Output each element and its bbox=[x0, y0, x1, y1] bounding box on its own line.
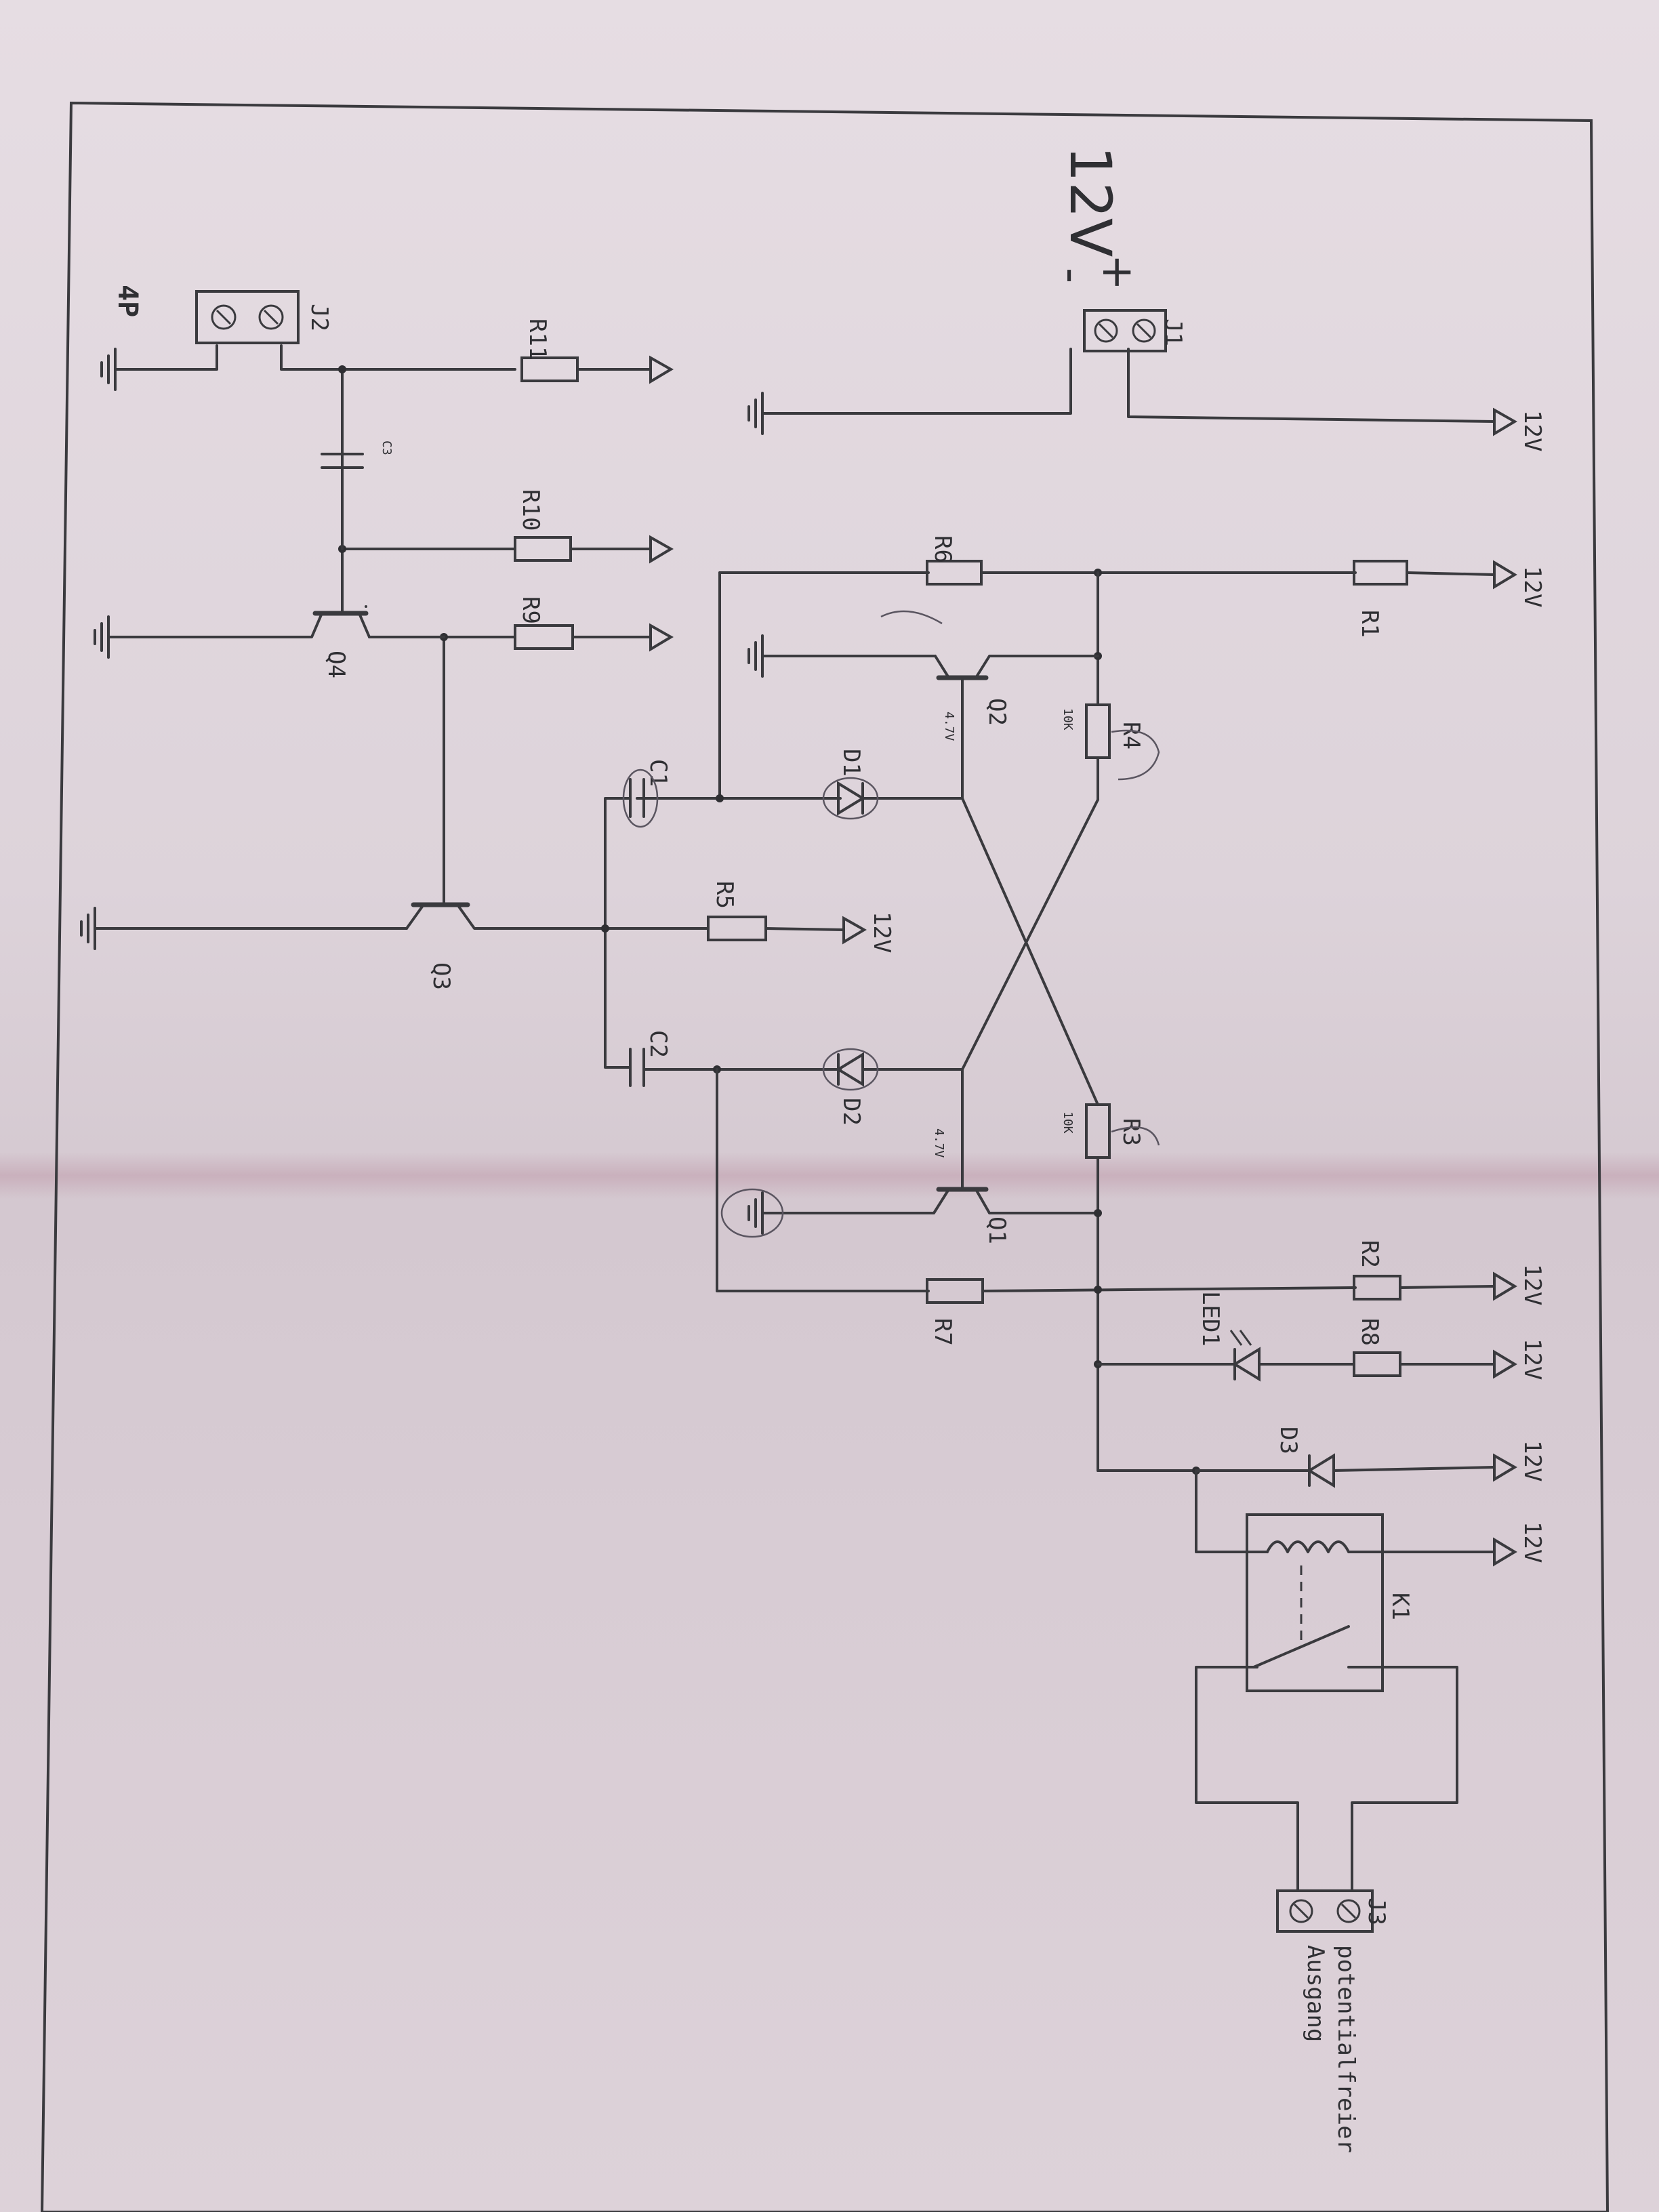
ground-icon bbox=[94, 615, 110, 659]
supply-label-7: 12V bbox=[1519, 1521, 1546, 1563]
paper-fold-crease bbox=[0, 1152, 1659, 1200]
supply-arrow-icon bbox=[649, 355, 674, 384]
supply-label-1: 12V bbox=[1519, 410, 1546, 451]
annotation-q1-voltage: 4.7V bbox=[932, 1128, 946, 1158]
resistor-r1 bbox=[1353, 560, 1408, 586]
label-q4: Q4 bbox=[323, 651, 350, 678]
label-q1: Q1 bbox=[983, 1216, 1010, 1244]
diode-d2 bbox=[836, 1052, 864, 1087]
pencil-circle bbox=[720, 1188, 784, 1238]
resistor-r7 bbox=[926, 1278, 984, 1304]
resistor-r3 bbox=[1085, 1103, 1111, 1159]
label-r9: R9 bbox=[517, 596, 544, 624]
label-d1: D1 bbox=[838, 749, 865, 777]
supply-arrow-icon bbox=[1493, 1537, 1517, 1567]
pencil-mark bbox=[880, 610, 943, 625]
label-r7: R7 bbox=[929, 1318, 956, 1346]
supply-label-2: 12V bbox=[1519, 566, 1546, 607]
label-j2: J2 bbox=[306, 304, 333, 331]
output-caption-line1: potentialfreier bbox=[1332, 1945, 1359, 2153]
diode-d3 bbox=[1307, 1453, 1335, 1488]
label-q3: Q3 bbox=[428, 962, 455, 990]
capacitor-c2 bbox=[629, 1048, 645, 1087]
label-d3: D3 bbox=[1275, 1427, 1302, 1454]
resistor-r6 bbox=[926, 560, 983, 586]
ground-icon bbox=[80, 907, 96, 950]
label-power: 12V bbox=[1057, 146, 1124, 257]
label-j3: J3 bbox=[1363, 1898, 1390, 1925]
annotation-q2-voltage: 4.7V bbox=[942, 712, 956, 741]
pencil-mark bbox=[1111, 729, 1160, 781]
supply-arrow-icon bbox=[1493, 1271, 1517, 1301]
label-r8: R8 bbox=[1356, 1318, 1383, 1346]
resistor-r11 bbox=[520, 356, 579, 382]
supply-label-5v: 12V bbox=[868, 912, 895, 953]
label-r11: R11 bbox=[524, 319, 551, 360]
resistor-r9 bbox=[514, 624, 574, 650]
label-j1: J1 bbox=[1160, 319, 1187, 346]
resistor-r10 bbox=[514, 536, 572, 562]
supply-label-3: 12V bbox=[1519, 1264, 1546, 1305]
label-q2: Q2 bbox=[983, 698, 1010, 726]
output-caption-line2: Ausgang bbox=[1302, 1945, 1329, 2042]
label-led1: LED1 bbox=[1197, 1291, 1224, 1347]
label-c2: C2 bbox=[644, 1030, 672, 1058]
resistor-r4 bbox=[1085, 703, 1111, 759]
supply-arrow-icon bbox=[1493, 1349, 1517, 1379]
annotation-r4-value: 10K bbox=[1061, 708, 1075, 731]
relay-k1 bbox=[1246, 1513, 1384, 1692]
pencil-circle bbox=[622, 769, 659, 828]
label-r10: R10 bbox=[517, 489, 544, 531]
ground-icon bbox=[747, 392, 764, 435]
label-r3: R3 bbox=[1118, 1118, 1145, 1146]
annotation-r3-value: 10K bbox=[1061, 1111, 1075, 1134]
label-c3: C3 bbox=[380, 441, 394, 455]
label-r4: R4 bbox=[1118, 722, 1145, 750]
led-icon bbox=[1229, 1330, 1261, 1382]
pencil-circle bbox=[822, 777, 879, 820]
supply-arrow-icon bbox=[1493, 560, 1517, 590]
label-r1: R1 bbox=[1356, 610, 1383, 638]
supply-arrow-icon bbox=[1493, 407, 1517, 436]
resistor-r2 bbox=[1353, 1275, 1401, 1300]
connector-j3 bbox=[1276, 1889, 1374, 1933]
sheet-border bbox=[40, 101, 1610, 2212]
supply-arrow-icon bbox=[1493, 1453, 1517, 1482]
label-k1: K1 bbox=[1387, 1593, 1414, 1620]
supply-arrow-icon bbox=[649, 535, 674, 564]
connector-j2 bbox=[195, 290, 300, 344]
sign-minus: - bbox=[1046, 268, 1097, 283]
resistor-r5 bbox=[707, 916, 767, 941]
supply-arrow-icon bbox=[842, 916, 867, 945]
label-r6: R6 bbox=[929, 535, 956, 563]
supply-label-6: 12V bbox=[1519, 1440, 1546, 1481]
label-r5: R5 bbox=[711, 881, 738, 909]
supply-arrow-icon bbox=[649, 623, 674, 652]
connector-j1 bbox=[1083, 309, 1167, 352]
ground-icon bbox=[747, 1191, 764, 1235]
pencil-mark bbox=[1111, 1126, 1160, 1146]
pencil-circle bbox=[822, 1048, 879, 1091]
diode-d1 bbox=[837, 781, 865, 816]
logo-4p: 4P bbox=[112, 285, 143, 317]
sign-plus: + bbox=[1092, 254, 1143, 291]
supply-label-4: 12V bbox=[1519, 1338, 1546, 1380]
label-r2: R2 bbox=[1356, 1240, 1383, 1268]
label-d2: D2 bbox=[838, 1098, 865, 1126]
ground-icon bbox=[100, 348, 117, 391]
resistor-r8 bbox=[1353, 1351, 1401, 1377]
svg-text:4P: 4P bbox=[112, 285, 143, 317]
ground-icon bbox=[747, 634, 764, 678]
